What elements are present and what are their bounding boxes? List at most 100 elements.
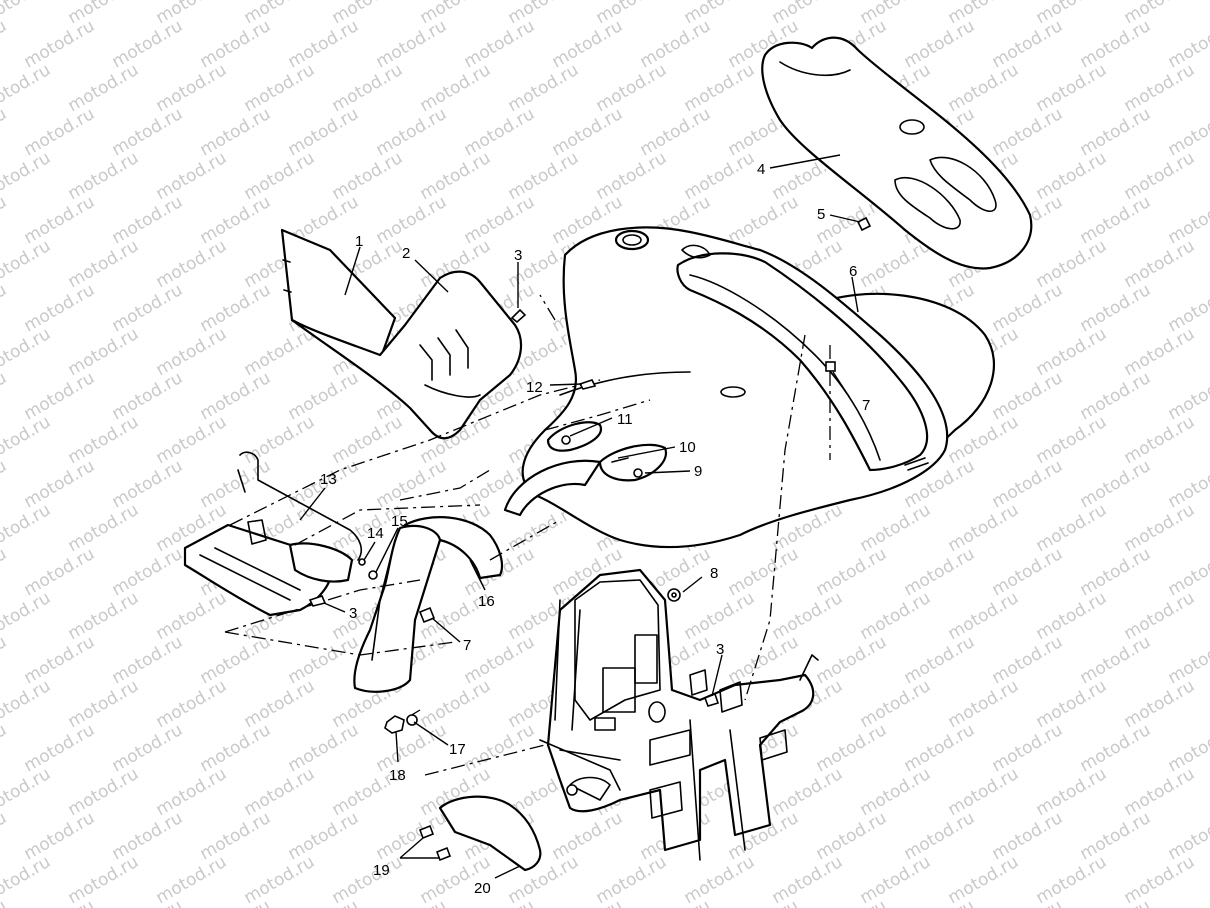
watermark-text: motod.ru xyxy=(989,896,1067,908)
watermark-text: motod.ru xyxy=(505,148,583,204)
watermark-text: motod.ru xyxy=(285,16,363,72)
callout-3-right: 3 xyxy=(716,641,724,658)
watermark-text: motod.ru xyxy=(109,720,187,776)
watermark-text: motod.ru xyxy=(461,720,539,776)
watermark-text: motod.ru xyxy=(593,148,671,204)
watermark-text: motod.ru xyxy=(1165,896,1210,908)
watermark-text: motod.ru xyxy=(0,16,10,72)
watermark-text: motod.ru xyxy=(241,324,319,380)
watermark-text: motod.ru xyxy=(945,852,1023,908)
watermark-text: motod.ru xyxy=(1077,720,1155,776)
watermark-text: motod.ru xyxy=(417,148,495,204)
callout-3-left: 3 xyxy=(349,605,357,622)
watermark-text: motod.ru xyxy=(505,60,583,116)
watermark-text: motod.ru xyxy=(1033,852,1111,908)
watermark-text: motod.ru xyxy=(0,676,54,732)
watermark-text: motod.ru xyxy=(197,104,275,160)
watermark-text: motod.ru xyxy=(0,544,10,600)
callout-labels: 1 2 3 4 5 6 7 8 9 10 11 12 13 14 15 16 3… xyxy=(320,161,870,897)
callout-12: 12 xyxy=(526,379,543,396)
callout-8: 8 xyxy=(710,565,718,582)
watermark-text: motod.ru xyxy=(1121,588,1199,644)
watermark-text: motod.ru xyxy=(857,588,935,644)
watermark-text: motod.ru xyxy=(0,148,54,204)
callout-4: 4 xyxy=(757,161,765,178)
watermark-text: motod.ru xyxy=(1033,236,1111,292)
watermark-text: motod.ru xyxy=(945,500,1023,556)
watermark-text: motod.ru xyxy=(109,896,187,908)
watermark-text: motod.ru xyxy=(901,896,979,908)
watermark-text: motod.ru xyxy=(285,808,363,864)
watermark-text: motod.ru xyxy=(197,192,275,248)
watermark-text: motod.ru xyxy=(65,324,143,380)
watermark-text: motod.ru xyxy=(65,588,143,644)
watermark-text: motod.ru xyxy=(65,676,143,732)
watermark-text: motod.ru xyxy=(0,60,54,116)
watermark-text: motod.ru xyxy=(1033,764,1111,820)
watermark-text: motod.ru xyxy=(1077,544,1155,600)
watermark-text: motod.ru xyxy=(21,368,99,424)
watermark-text: motod.ru xyxy=(989,16,1067,72)
watermark-text: motod.ru xyxy=(0,852,54,908)
watermark-text: motod.ru xyxy=(857,500,935,556)
watermark-text: motod.ru xyxy=(461,192,539,248)
watermark-text: motod.ru xyxy=(0,280,10,336)
watermark-text: motod.ru xyxy=(285,104,363,160)
watermark-text: motod.ru xyxy=(373,896,451,908)
callout-19: 19 xyxy=(373,862,390,879)
watermark-text: motod.ru xyxy=(989,632,1067,688)
watermark-text: motod.ru xyxy=(901,544,979,600)
watermark-text: motod.ru xyxy=(21,544,99,600)
watermark-text: motod.ru xyxy=(1121,236,1199,292)
watermark-text: motod.ru xyxy=(0,104,10,160)
part-20-mud-flap xyxy=(438,795,542,872)
watermark-text: motod.ru xyxy=(285,896,363,908)
watermark-text: motod.ru xyxy=(109,544,187,600)
watermark-text: motod.ru xyxy=(109,808,187,864)
watermark-text: motod.ru xyxy=(813,896,891,908)
watermark-text: motod.ru xyxy=(197,280,275,336)
watermark-text: motod.ru xyxy=(989,280,1067,336)
part-13-floorboard xyxy=(183,451,362,617)
watermark-text: motod.ru xyxy=(0,632,10,688)
watermark-text: motod.ru xyxy=(725,544,803,600)
watermark-text: motod.ru xyxy=(945,588,1023,644)
watermark-text: motod.ru xyxy=(813,544,891,600)
watermark-text: motod.ru xyxy=(0,324,54,380)
watermark-text: motod.ru xyxy=(21,808,99,864)
watermark-text: motod.ru xyxy=(109,456,187,512)
watermark-text: motod.ru xyxy=(153,676,231,732)
watermark-text: motod.ru xyxy=(197,808,275,864)
watermark-text: motod.ru xyxy=(0,500,54,556)
watermark-text: motod.ru xyxy=(285,632,363,688)
watermark-text: motod.ru xyxy=(153,60,231,116)
watermark-text: motod.ru xyxy=(1077,368,1155,424)
watermark-text: motod.ru xyxy=(373,456,451,512)
watermark-text: motod.ru xyxy=(1121,852,1199,908)
watermark-text: motod.ru xyxy=(153,236,231,292)
part-11-bracket xyxy=(546,421,603,452)
watermark-text: motod.ru xyxy=(21,720,99,776)
watermark-text: motod.ru xyxy=(0,456,10,512)
watermark-text: motod.ru xyxy=(1077,456,1155,512)
watermark-text: motod.ru xyxy=(1121,324,1199,380)
watermark-text: motod.ru xyxy=(197,632,275,688)
watermark-text: motod.ru xyxy=(1209,0,1210,28)
watermark-text: motod.ru xyxy=(0,808,10,864)
watermark-text: motod.ru xyxy=(1033,412,1111,468)
part-10-9-bracket xyxy=(598,443,668,482)
watermark-text: motod.ru xyxy=(21,16,99,72)
watermark-text: motod.ru xyxy=(1121,412,1199,468)
watermark-text: motod.ru xyxy=(945,676,1023,732)
leader-lines xyxy=(299,154,861,879)
watermark-text: motod.ru xyxy=(1033,588,1111,644)
callout-20: 20 xyxy=(474,880,491,897)
watermark-text: motod.ru xyxy=(373,720,451,776)
watermark-text: motod.ru xyxy=(109,16,187,72)
watermark-text: motod.ru xyxy=(65,412,143,468)
assembly-lines xyxy=(224,294,831,776)
watermark-text: motod.ru xyxy=(1077,896,1155,908)
part-frame-assembly xyxy=(539,568,819,861)
watermark-text: motod.ru xyxy=(65,60,143,116)
